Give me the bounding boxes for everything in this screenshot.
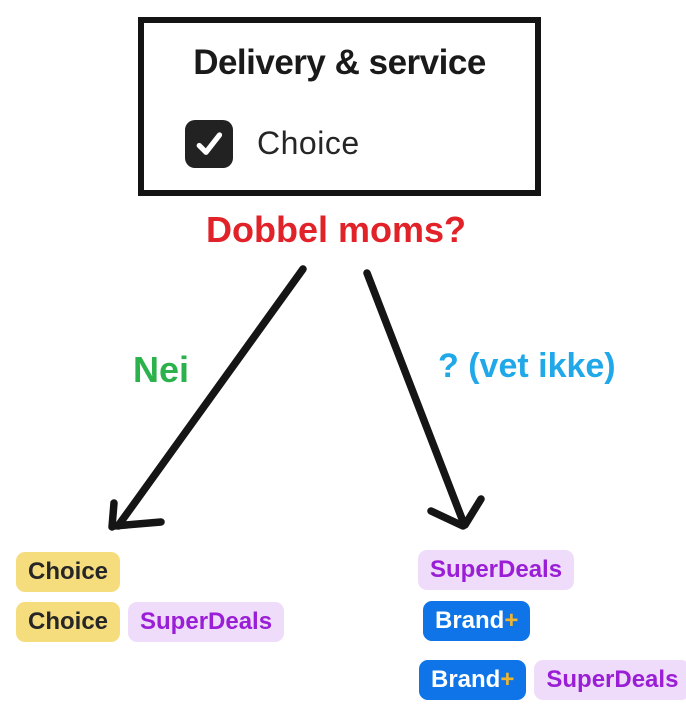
delivery-service-panel: Delivery & service Choice bbox=[138, 17, 541, 196]
plus-icon: + bbox=[504, 607, 519, 634]
right-outcome-row-3: Brand+ SuperDeals bbox=[419, 660, 686, 700]
choice-checkbox-label: Choice bbox=[257, 125, 360, 161]
branch-label-vet-ikke: ? (vet ikke) bbox=[438, 347, 616, 385]
right-arrow-icon bbox=[363, 269, 485, 530]
right-outcome-row-2: Brand+ bbox=[423, 601, 531, 641]
choice-badge: Choice bbox=[16, 602, 121, 642]
brand-plus-badge: Brand+ bbox=[423, 601, 531, 641]
left-outcome-row-2: Choice SuperDeals bbox=[16, 602, 285, 642]
choice-badge: Choice bbox=[16, 552, 121, 592]
superdeals-badge: SuperDeals bbox=[418, 550, 575, 590]
question-label: Dobbel moms? bbox=[205, 209, 466, 250]
checkmark-icon bbox=[196, 132, 223, 155]
brand-badge-label: Brand bbox=[431, 666, 501, 693]
panel-title: Delivery & service bbox=[193, 43, 486, 82]
brand-plus-badge: Brand+ bbox=[419, 660, 527, 700]
branch-label-nei: Nei bbox=[133, 349, 190, 390]
choice-checkbox[interactable] bbox=[185, 120, 233, 168]
superdeals-badge: SuperDeals bbox=[534, 660, 686, 700]
brand-badge-label: Brand bbox=[435, 607, 505, 634]
plus-icon: + bbox=[500, 666, 515, 693]
superdeals-badge: SuperDeals bbox=[128, 602, 285, 642]
left-outcome-row-1: Choice bbox=[16, 552, 121, 592]
right-outcome-row-1: SuperDeals bbox=[418, 550, 575, 590]
left-arrow-icon bbox=[108, 265, 307, 531]
